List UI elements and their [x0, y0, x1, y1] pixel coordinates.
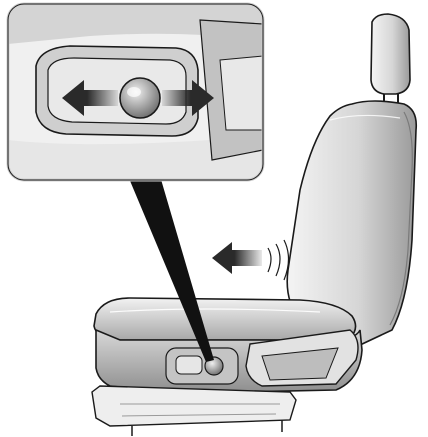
headrest	[371, 14, 410, 104]
recline-knob	[120, 78, 160, 118]
seat-base	[92, 386, 296, 436]
inset-callout	[8, 4, 263, 180]
seat-cushion	[94, 298, 356, 340]
recline-motion-arrow	[212, 240, 289, 280]
seat-side-trim	[96, 330, 362, 393]
